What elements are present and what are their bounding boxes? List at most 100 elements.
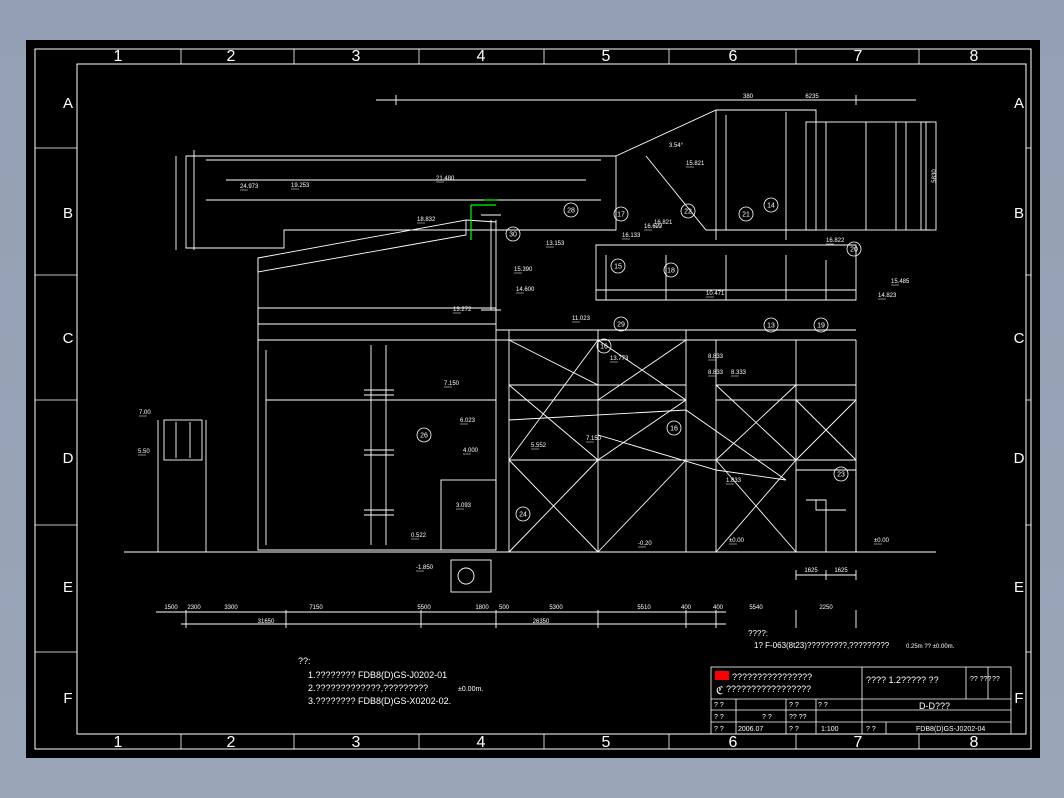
elevation-value: 6.023 <box>460 418 476 424</box>
tower-frame <box>508 330 857 552</box>
dust-hood <box>615 109 817 231</box>
angle-label: 3.54° <box>669 143 684 149</box>
elevation-value: 13.272 <box>453 307 472 313</box>
grid-col-label-bottom: 7 <box>854 734 863 751</box>
structure-linework <box>124 95 937 628</box>
callout-circle <box>613 206 629 222</box>
tb-label-1: ? ? <box>714 702 724 709</box>
notes-left-title: ??: <box>298 656 311 666</box>
title-block <box>710 666 1012 735</box>
callout-number: 30 <box>509 232 517 239</box>
right-duct <box>805 121 937 231</box>
elevation-value: 16.133 <box>622 233 641 239</box>
tb-label-7: ? ? <box>866 726 876 733</box>
elevation-value: 15.485 <box>891 279 910 285</box>
company-logo <box>715 671 729 680</box>
dimension-height: 5830 <box>932 169 938 183</box>
callout-circle <box>763 317 779 333</box>
grid-col-label-top: 3 <box>352 48 361 65</box>
grid-row-label-left: C <box>63 330 74 347</box>
elevation-value: 24.973 <box>240 184 259 190</box>
notes-left-item-2: 2.?????????????,????????? <box>308 683 428 693</box>
callout-circle <box>663 262 679 278</box>
company-line-2: ????????????????? <box>726 684 811 694</box>
elevation-value: 8.333 <box>731 370 747 376</box>
callout-number: 21 <box>742 212 750 219</box>
inclined-conveyor <box>508 409 787 481</box>
callout-circle <box>680 203 696 219</box>
callout-number: 17 <box>617 212 625 219</box>
tb-label-6: ?? ?? <box>789 714 807 721</box>
elevation-value: 4.000 <box>463 448 479 454</box>
elevation-value: -0.20 <box>638 541 652 547</box>
callout-circle <box>833 466 849 482</box>
date-value: 2006.07 <box>738 726 763 733</box>
ladder-column <box>370 345 387 545</box>
grid-row-label-right: B <box>1014 205 1024 222</box>
elevation-value: 21.480 <box>436 176 455 182</box>
elevation-value: 11.023 <box>572 316 591 322</box>
top-equipment <box>595 244 857 301</box>
elevation-value: 8.833 <box>708 370 724 376</box>
callout-number: 15 <box>614 264 622 271</box>
dimension-value: 400 <box>681 605 692 611</box>
outer-border <box>34 48 1032 750</box>
dimension-value: 5300 <box>549 605 563 611</box>
elevation-value: 13.773 <box>610 356 629 362</box>
dimension-small: 1625 <box>834 568 848 574</box>
logo-glyph: ℭ <box>716 685 724 697</box>
grid-col-label-bottom: 6 <box>729 734 738 751</box>
grid-col-label-bottom: 1 <box>114 734 123 751</box>
tb-label-2: ? ? <box>714 714 724 721</box>
grid-row-label-right: E <box>1014 579 1024 596</box>
dimension-value: 2250 <box>819 605 833 611</box>
elevation-value: 8.833 <box>708 354 724 360</box>
grid-col-label-top: 7 <box>854 48 863 65</box>
dimension-value: 500 <box>499 605 510 611</box>
dimension-top: 6235 <box>805 94 819 100</box>
callout-circle <box>613 316 629 332</box>
top-duct <box>185 155 617 249</box>
drawing-name: D-D??? <box>919 701 950 711</box>
callout-number: 19 <box>817 323 825 330</box>
project-name: ???? 1.2????? ?? <box>866 675 939 685</box>
elevation-value: 13.153 <box>546 241 565 247</box>
grid-row-label-left: D <box>63 450 74 467</box>
highlight-mark <box>470 199 498 240</box>
callout-circle <box>813 317 829 333</box>
grid-row-label-left: B <box>63 205 73 222</box>
callout-circle <box>515 506 531 522</box>
elevation-value: 14.600 <box>516 287 535 293</box>
dimension-value: 3300 <box>224 605 238 611</box>
notes-left-item-3: 3.???????? FDB8(D)GS-X0202-02. <box>308 696 451 706</box>
callout-number: 24 <box>519 512 527 519</box>
callout-circle <box>505 226 521 242</box>
hopper-box <box>440 479 497 551</box>
grid-row-label-left: A <box>63 95 73 112</box>
grid-col-label-bottom: 5 <box>602 734 611 751</box>
dimension-value: 7150 <box>309 605 323 611</box>
notes-left: ??: 1.???????? FDB8(D)GS-J0202-01 2.????… <box>298 656 483 706</box>
callout-number: 18 <box>667 268 675 275</box>
pump-circle <box>457 567 475 585</box>
callout-number: 13 <box>767 323 775 330</box>
notes-left-item-1: 1.???????? FDB8(D)GS-J0202-01 <box>308 670 447 680</box>
left-tower <box>163 419 203 461</box>
inner-border <box>76 63 1027 735</box>
elevation-value: 15.821 <box>686 161 705 167</box>
stage-label: ?? ??? <box>970 676 992 683</box>
elevation-value: -1.850 <box>416 565 434 571</box>
callout-number: 28 <box>567 208 575 215</box>
grid-col-label-top: 4 <box>477 48 486 65</box>
dimension-value: 400 <box>713 605 724 611</box>
callout-circle <box>763 197 779 213</box>
silo-body <box>257 340 497 551</box>
elevation-value: 0.522 <box>411 533 427 539</box>
tb-label-5: ? ? <box>789 726 799 733</box>
grid-row-label-right: A <box>1014 95 1024 112</box>
tb-label-9: ? ? <box>762 714 772 721</box>
